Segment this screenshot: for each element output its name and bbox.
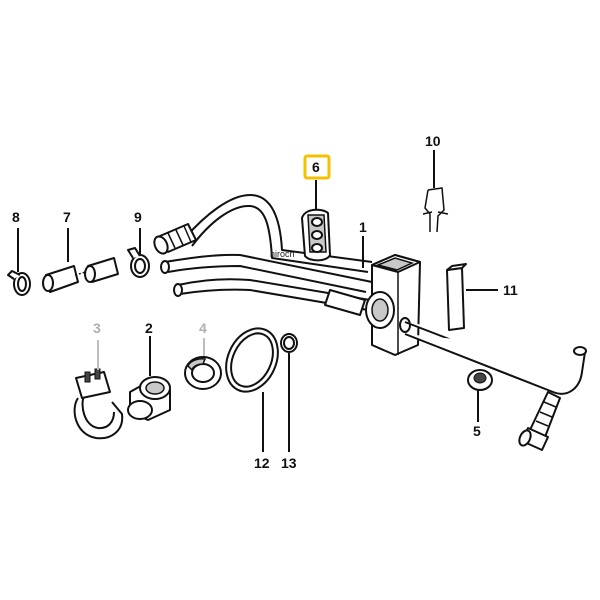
o-ring-part-12 [225, 327, 279, 393]
flange-part-2 [127, 376, 171, 421]
callout-3: 3 [93, 320, 101, 336]
pad-part-11 [446, 263, 467, 331]
callout-5: 5 [473, 423, 481, 439]
callout-8: 8 [12, 209, 20, 225]
callout-11: 11 [503, 282, 518, 298]
ring-part-5 [467, 369, 493, 391]
central-block [365, 254, 421, 356]
callout-7: 7 [63, 209, 71, 225]
watermark-text: hiroch [270, 249, 295, 259]
callout-6-highlight [303, 154, 331, 180]
pipe-assembly [153, 194, 587, 451]
corrugated-hose-end [153, 223, 197, 255]
seal-ring-part-4 [184, 356, 222, 390]
o-ring-part-13 [280, 333, 298, 353]
callout-10: 10 [425, 133, 441, 149]
hose-clamp-part-8 [7, 270, 31, 296]
callout-6: 6 [312, 159, 320, 175]
leader-lines [17, 150, 498, 452]
callout-12: 12 [254, 455, 270, 471]
callout-labels: 8 7 9 1 6 10 11 2 3 4 12 13 5 [12, 133, 518, 471]
callout-9: 9 [134, 209, 142, 225]
lower-hose [518, 391, 561, 451]
callout-1: 1 [359, 219, 367, 235]
pipe-clamp-part-3 [73, 368, 124, 440]
grommet-part-6 [301, 208, 331, 262]
callout-2: 2 [145, 320, 153, 336]
callout-4: 4 [199, 320, 207, 336]
hose-clamp-part-9 [127, 247, 150, 278]
clip-part-10 [422, 187, 449, 233]
callout-13: 13 [281, 455, 297, 471]
hose-part-7 [42, 257, 119, 293]
